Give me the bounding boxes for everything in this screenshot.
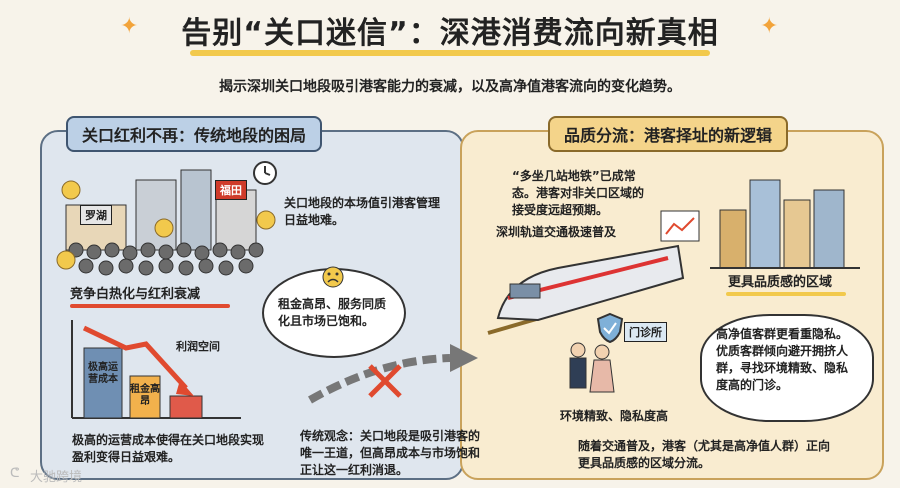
profit-label: 利润空间 xyxy=(176,340,220,353)
left-heading: 关口红利不再：传统地段的困局 xyxy=(66,116,323,152)
quality-area-label: 更具品质感的区域 xyxy=(728,275,833,290)
left-top-text: 关口地段的本场值引港客管理日益地难。 xyxy=(284,196,441,227)
chart-icon xyxy=(660,210,700,242)
metro-label: 深圳轨道交通极速普及 xyxy=(496,225,617,239)
transition-arrow xyxy=(308,344,478,404)
crowd-illustration xyxy=(56,169,276,276)
shield-icon xyxy=(596,312,624,344)
left-bubble-text: 租金高昂、服务同质化且市场已饱和。 xyxy=(278,297,387,328)
skyline-illustration xyxy=(710,179,860,269)
info-bubble xyxy=(700,314,874,422)
couple-illustration xyxy=(569,342,615,393)
env-caption: 环境精致、隐私度高 xyxy=(560,409,669,423)
right-bubble-text: 高净值客群更看重隐私。优质客群倾向避开拥挤人群，寻找环境精致、隐私度高的门诊。 xyxy=(716,327,849,392)
left-bottom-text: 极高的运营成本使得在关口地段实现盈利变得日益艰难。 xyxy=(72,433,265,464)
page-title: 告别“关口迷信”：深港消费流向新真相 xyxy=(181,16,719,51)
sparkle-icon: ✦ xyxy=(760,14,779,39)
sad-face-icon xyxy=(322,266,344,288)
metro-train-illustration xyxy=(487,244,685,335)
caption-competition: 竞争白热化与红利衰减 xyxy=(70,287,201,302)
right-bottom-text: 随着交通普及，港客（尤其是高净值人群）正向更具品质感的区域分流。 xyxy=(578,439,831,470)
page-subtitle: 揭示深圳关口地段吸引港客能力的衰减，以及高净值港客流向的变化趋势。 xyxy=(219,79,681,95)
bar-ops-label: 极高运营成本 xyxy=(88,362,118,385)
sparkle-icon: ✦ xyxy=(120,14,139,39)
watermark: 大驰跨境 xyxy=(30,470,83,485)
sign-luohu: 罗湖 xyxy=(80,205,112,225)
right-heading: 品质分流：港客择址的新逻辑 xyxy=(548,116,789,152)
clock-icon xyxy=(253,161,277,185)
cost-bar-chart xyxy=(71,320,241,419)
cross-text: 传统观念：关口地段是吸引港客的唯一王道，但高昂成本与市场饱和正让这一红利消退。 xyxy=(300,429,481,477)
right-top-text: “多坐几站地铁”已成常态。港客对非关口区域的接受度远超预期。 xyxy=(512,169,645,217)
sign-futian: 福田 xyxy=(215,180,247,200)
title-underline xyxy=(190,50,710,56)
quality-underline xyxy=(726,292,846,296)
clinic-sign: 门诊所 xyxy=(624,322,667,342)
caption-underline xyxy=(70,304,230,308)
bar-rent-label: 租金高昂 xyxy=(130,384,160,407)
watermark-logo: ᕦ xyxy=(10,466,20,481)
